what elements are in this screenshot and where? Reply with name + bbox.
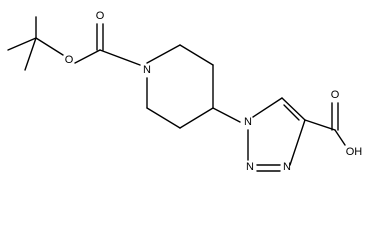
bond-triazole-c5-c4-single xyxy=(281,97,306,121)
bond-tbu-to-ether-o xyxy=(35,37,64,56)
atom-label-piperidine-n: N xyxy=(143,64,151,76)
atom-label-acid-carbonyl-o: O xyxy=(331,89,340,101)
bond-pip-c2-c3 xyxy=(179,44,214,66)
bond-ether-o-to-carbonyl-c xyxy=(74,49,101,64)
atom-labels: O O N N N N O OH xyxy=(65,10,363,173)
bond-tbu-methyl-left xyxy=(7,37,37,51)
bond-triazole-c5-c4-double xyxy=(283,104,300,121)
bond-pip-c4-c5 xyxy=(179,107,214,129)
atom-label-boc-carbonyl-o: O xyxy=(96,10,105,22)
bond-pip-c4-to-triazole-n1 xyxy=(212,107,241,123)
atom-label-boc-ether-o: O xyxy=(65,54,74,66)
bond-triazole-c4-n3 xyxy=(289,119,306,166)
atom-label-triazole-n2: N xyxy=(246,161,254,173)
atom-label-acid-hydroxyl: OH xyxy=(346,146,363,158)
bond-carbonyl-c-to-n xyxy=(99,49,141,66)
bond-acid-c-to-oh xyxy=(334,129,346,146)
bond-pip-c5-c6 xyxy=(146,107,181,129)
bond-triazole-n1-c5 xyxy=(252,97,283,118)
atom-label-triazole-n1: N xyxy=(244,116,252,128)
bond-triazole-c4-to-acid-c xyxy=(304,119,336,131)
atom-label-triazole-n3: N xyxy=(283,161,291,173)
bonds xyxy=(7,16,346,172)
bond-pip-n-c2 xyxy=(146,44,181,64)
bond-tbu-methyl-bottom xyxy=(24,37,37,71)
chemical-structure-diagram: O O N N N N O OH xyxy=(7,10,363,173)
